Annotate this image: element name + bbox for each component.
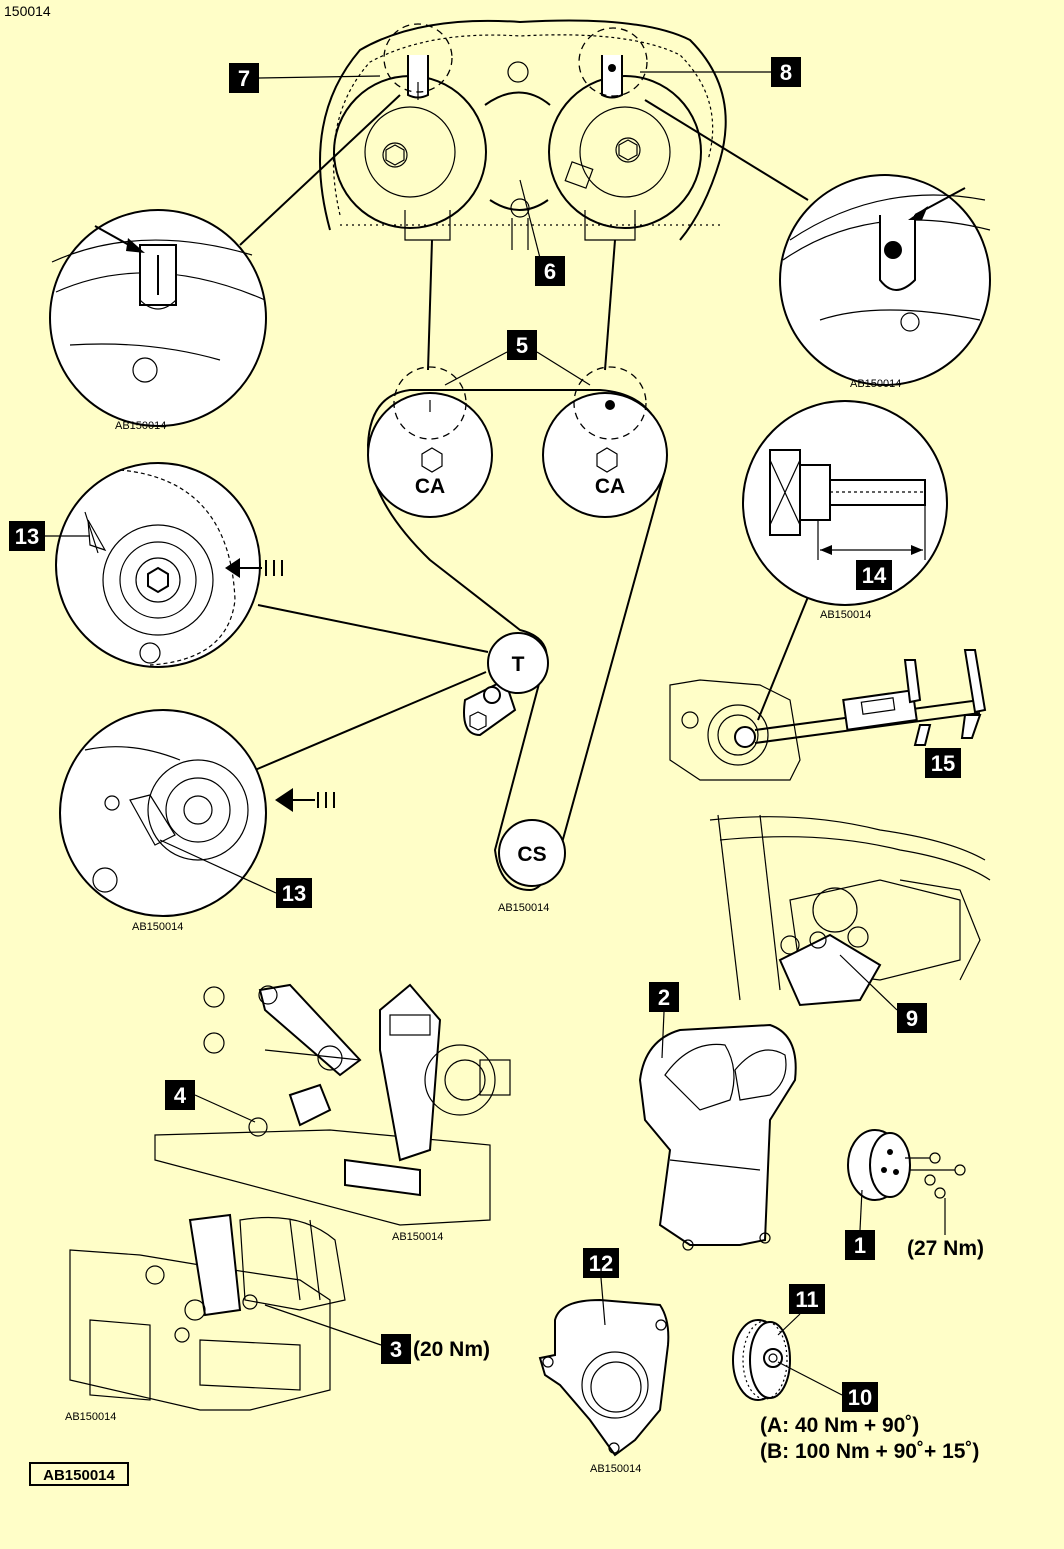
detail-circle-cam-right: AB150014 bbox=[644, 99, 991, 390]
callout-8: 8 bbox=[640, 57, 801, 87]
ref-code-right: AB150014 bbox=[850, 378, 901, 390]
callout-12: 12 bbox=[583, 1248, 619, 1326]
tensioner-label: T bbox=[512, 653, 525, 676]
callout-2: 2 bbox=[649, 982, 679, 1059]
callout-9: 9 bbox=[839, 954, 927, 1033]
callout-3: 3 (20 Nm) bbox=[264, 1304, 490, 1364]
ref-code-crank: AB150014 bbox=[820, 609, 871, 621]
svg-text:1: 1 bbox=[854, 1233, 866, 1258]
cam-pulley-left-label: CA bbox=[415, 475, 445, 498]
cam-pulley-left bbox=[367, 392, 493, 518]
svg-text:3: 3 bbox=[390, 1337, 402, 1362]
svg-text:6: 6 bbox=[544, 259, 556, 284]
svg-text:8: 8 bbox=[780, 60, 792, 85]
torque-10a: (A: 40 Nm + 90˚) bbox=[760, 1414, 919, 1437]
callout-5: 5 bbox=[444, 330, 591, 386]
callout-15: 15 bbox=[925, 748, 961, 778]
callout-11: 11 bbox=[777, 1284, 825, 1336]
svg-text:13: 13 bbox=[282, 881, 306, 906]
auxiliary-pulley bbox=[847, 1129, 966, 1201]
ref-code-locking-tool: AB150014 bbox=[392, 1231, 443, 1243]
ref-code-lower-mount: AB150014 bbox=[65, 1411, 116, 1423]
crankshaft-label: CS bbox=[517, 843, 546, 866]
locking-tool-view: AB150014 bbox=[154, 983, 511, 1243]
torque-3: (20 Nm) bbox=[413, 1338, 490, 1361]
svg-text:11: 11 bbox=[795, 1287, 818, 1312]
torque-10b: (B: 100 Nm + 90˚+ 15˚) bbox=[760, 1440, 979, 1463]
callout-14: 14 bbox=[856, 560, 892, 590]
svg-text:12: 12 bbox=[589, 1251, 613, 1276]
svg-text:13: 13 bbox=[15, 524, 39, 549]
detail-circle-cam-left: AB150014 bbox=[49, 94, 401, 432]
callout-13-top: 13 bbox=[9, 521, 90, 551]
ref-code-belt: AB150014 bbox=[498, 902, 549, 914]
svg-text:7: 7 bbox=[238, 66, 250, 91]
torque-1: (27 Nm) bbox=[907, 1237, 984, 1260]
callout-1: 1 (27 Nm) bbox=[845, 1189, 984, 1260]
crankshaft-damper-pulley bbox=[732, 1319, 791, 1401]
camshaft-assembly bbox=[319, 19, 727, 371]
ref-code-left: AB150014 bbox=[115, 420, 166, 432]
detail-circle-tensioner-bottom: AB150014 bbox=[59, 671, 487, 933]
svg-text:14: 14 bbox=[862, 563, 887, 588]
lower-timing-cover: AB150014 bbox=[538, 1298, 670, 1475]
detail-circle-tensioner-top bbox=[55, 462, 489, 668]
ref-code-tensioner: AB150014 bbox=[132, 921, 183, 933]
svg-text:9: 9 bbox=[906, 1006, 918, 1031]
svg-text:4: 4 bbox=[174, 1083, 187, 1108]
tensioner-pulley bbox=[487, 632, 549, 694]
upper-timing-cover bbox=[638, 1023, 797, 1251]
cam-pulley-right bbox=[542, 392, 668, 518]
callout-13-bottom: 13 bbox=[159, 839, 312, 908]
ref-code-lower-cover: AB150014 bbox=[590, 1463, 641, 1475]
belt-routing: CA CA T CS AB150014 bbox=[367, 366, 668, 914]
lower-mount-view: AB150014 bbox=[65, 1213, 346, 1423]
callout-7: 7 bbox=[229, 63, 381, 93]
svg-text:AB150014: AB150014 bbox=[43, 1467, 115, 1484]
footer-code-box: AB150014 bbox=[29, 1462, 129, 1486]
detail-circle-crank-bolt: AB150014 bbox=[742, 400, 948, 721]
callout-10: 10 (A: 40 Nm + 90˚) (B: 100 Nm + 90˚+ 15… bbox=[760, 1361, 979, 1463]
engine-mount-view bbox=[709, 814, 991, 1007]
corner-code: 150014 bbox=[4, 3, 51, 19]
caliper-measurement bbox=[669, 649, 987, 781]
tensioner-bracket bbox=[463, 678, 517, 737]
svg-text:10: 10 bbox=[848, 1385, 872, 1410]
svg-text:2: 2 bbox=[658, 985, 670, 1010]
callout-4: 4 bbox=[165, 1080, 256, 1123]
callout-6: 6 bbox=[535, 256, 565, 286]
svg-text:15: 15 bbox=[931, 751, 955, 776]
svg-text:5: 5 bbox=[516, 333, 528, 358]
crankshaft-pulley bbox=[498, 819, 566, 887]
cam-pulley-right-label: CA bbox=[595, 475, 625, 498]
